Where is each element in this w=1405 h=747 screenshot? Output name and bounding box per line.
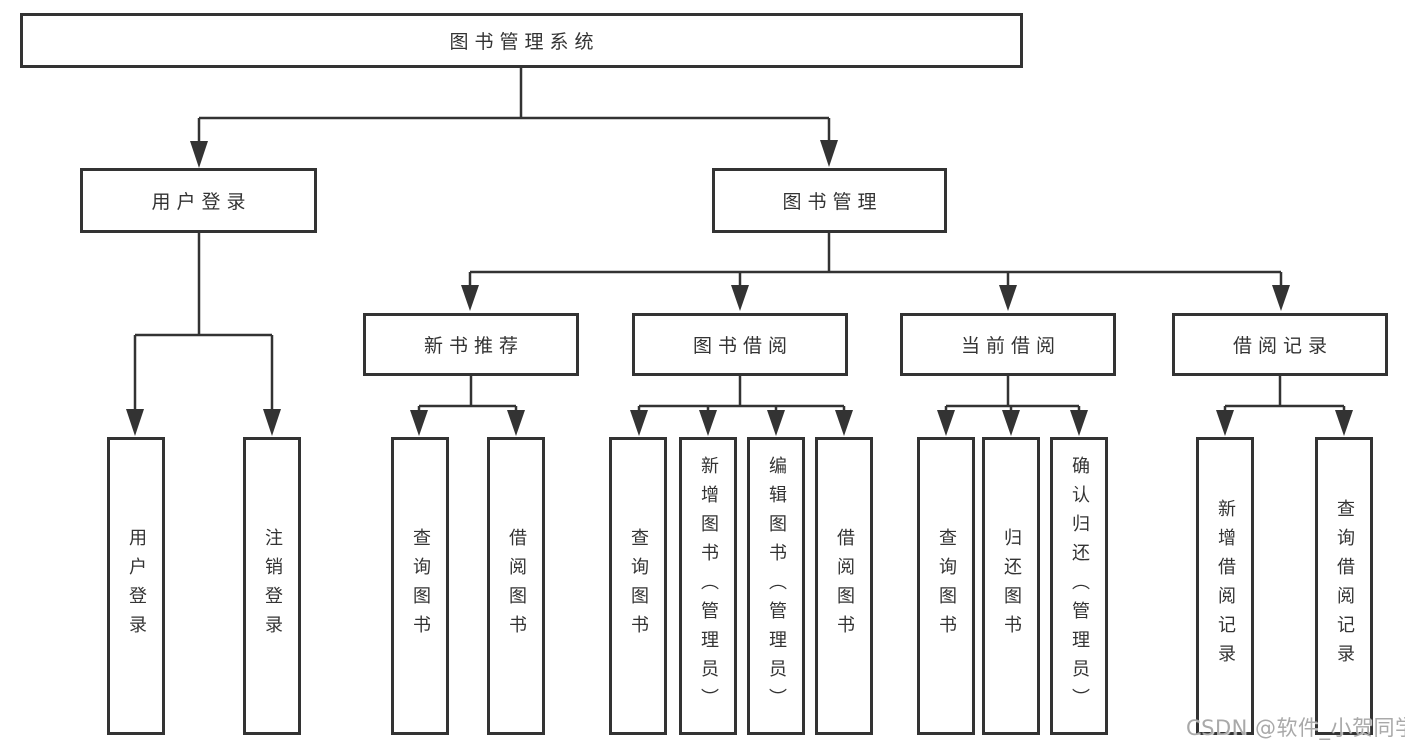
node-label: 图书借阅 [692,335,793,357]
node-label: 图书管理 [782,191,883,213]
node-edit-books-admin: 编辑图书（管理员） [747,437,805,735]
node-label: 当前借阅 [960,335,1061,357]
node-borrow-books-recommend: 借阅图书 [487,437,545,735]
node-label: 编辑图书（管理员） [766,455,787,717]
node-query-books-borrow: 查询图书 [609,437,667,735]
node-borrow-books-leaf: 借阅图书 [815,437,873,735]
node-logout-leaf: 注销登录 [243,437,301,735]
node-borrowing-records: 借阅记录 [1172,313,1388,376]
node-label: 图书管理系统 [449,31,600,53]
node-label: 新增图书（管理员） [698,455,719,717]
node-root-library-system: 图书管理系统 [20,13,1023,68]
node-label: 查询图书 [936,528,957,644]
arrowhead-icons [126,140,1353,436]
csdn-watermark: CSDN @软件_小贺同学 [1186,716,1405,740]
node-label: 用户登录 [126,528,147,644]
node-current-borrowing: 当前借阅 [900,313,1116,376]
node-label: 借阅记录 [1232,335,1333,357]
node-user-login-leaf: 用户登录 [107,437,165,735]
node-label: 用户登录 [151,191,252,213]
tree-edges [133,68,1346,412]
node-book-management: 图书管理 [712,168,947,233]
node-query-books-current: 查询图书 [917,437,975,735]
node-label: 查询图书 [410,528,431,644]
node-new-book-recommendation: 新书推荐 [363,313,579,376]
node-label: 查询借阅记录 [1334,499,1355,673]
node-confirm-return-admin: 确认归还（管理员） [1050,437,1108,735]
node-return-books: 归还图书 [982,437,1040,735]
node-query-borrow-record: 查询借阅记录 [1315,437,1373,735]
node-user-login: 用户登录 [80,168,317,233]
node-label: 新增借阅记录 [1215,499,1236,673]
node-book-borrowing: 图书借阅 [632,313,848,376]
node-label: 借阅图书 [506,528,527,644]
node-label: 归还图书 [1001,528,1022,644]
node-label: 查询图书 [628,528,649,644]
node-label: 确认归还（管理员） [1069,455,1090,717]
node-label: 借阅图书 [834,528,855,644]
node-label: 新书推荐 [423,335,524,357]
node-add-books-admin: 新增图书（管理员） [679,437,737,735]
node-query-books-recommend: 查询图书 [391,437,449,735]
node-add-borrow-record: 新增借阅记录 [1196,437,1254,735]
node-label: 注销登录 [262,528,283,644]
